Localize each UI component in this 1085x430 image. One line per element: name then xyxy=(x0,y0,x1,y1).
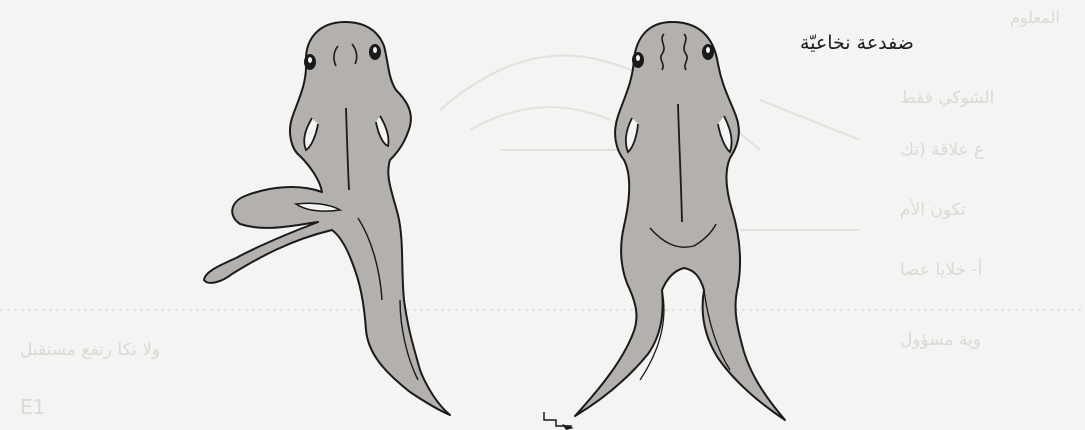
bleed-line-3: ع علاقة (تك xyxy=(900,140,984,160)
arrow-icon xyxy=(544,412,574,430)
bleed-line-5: أ- خلايا عصا xyxy=(900,260,982,280)
frog-left-eye-left xyxy=(304,54,316,70)
bleed-line-4: تكون الأم xyxy=(900,200,966,220)
frog-left-eye-right xyxy=(369,44,381,60)
frog-left-body xyxy=(204,22,450,415)
bleed-line-6: وية مسؤول xyxy=(900,330,981,350)
bleed-line-2: الشوكي فقط xyxy=(900,88,994,108)
frog-left xyxy=(204,22,450,415)
diagram-caption: ضفدعة نخاعيّة xyxy=(800,32,1000,54)
bleed-line-7: ولا نكا رتفع مستقبل xyxy=(20,340,160,360)
frog-right xyxy=(575,22,785,420)
frog-right-eye-right xyxy=(702,44,714,60)
frog-right-body xyxy=(575,22,785,420)
bleed-page-number: E1 xyxy=(20,395,45,419)
frog-right-eye-left xyxy=(632,52,644,68)
bleed-line-1: المعلوم xyxy=(1010,8,1060,27)
